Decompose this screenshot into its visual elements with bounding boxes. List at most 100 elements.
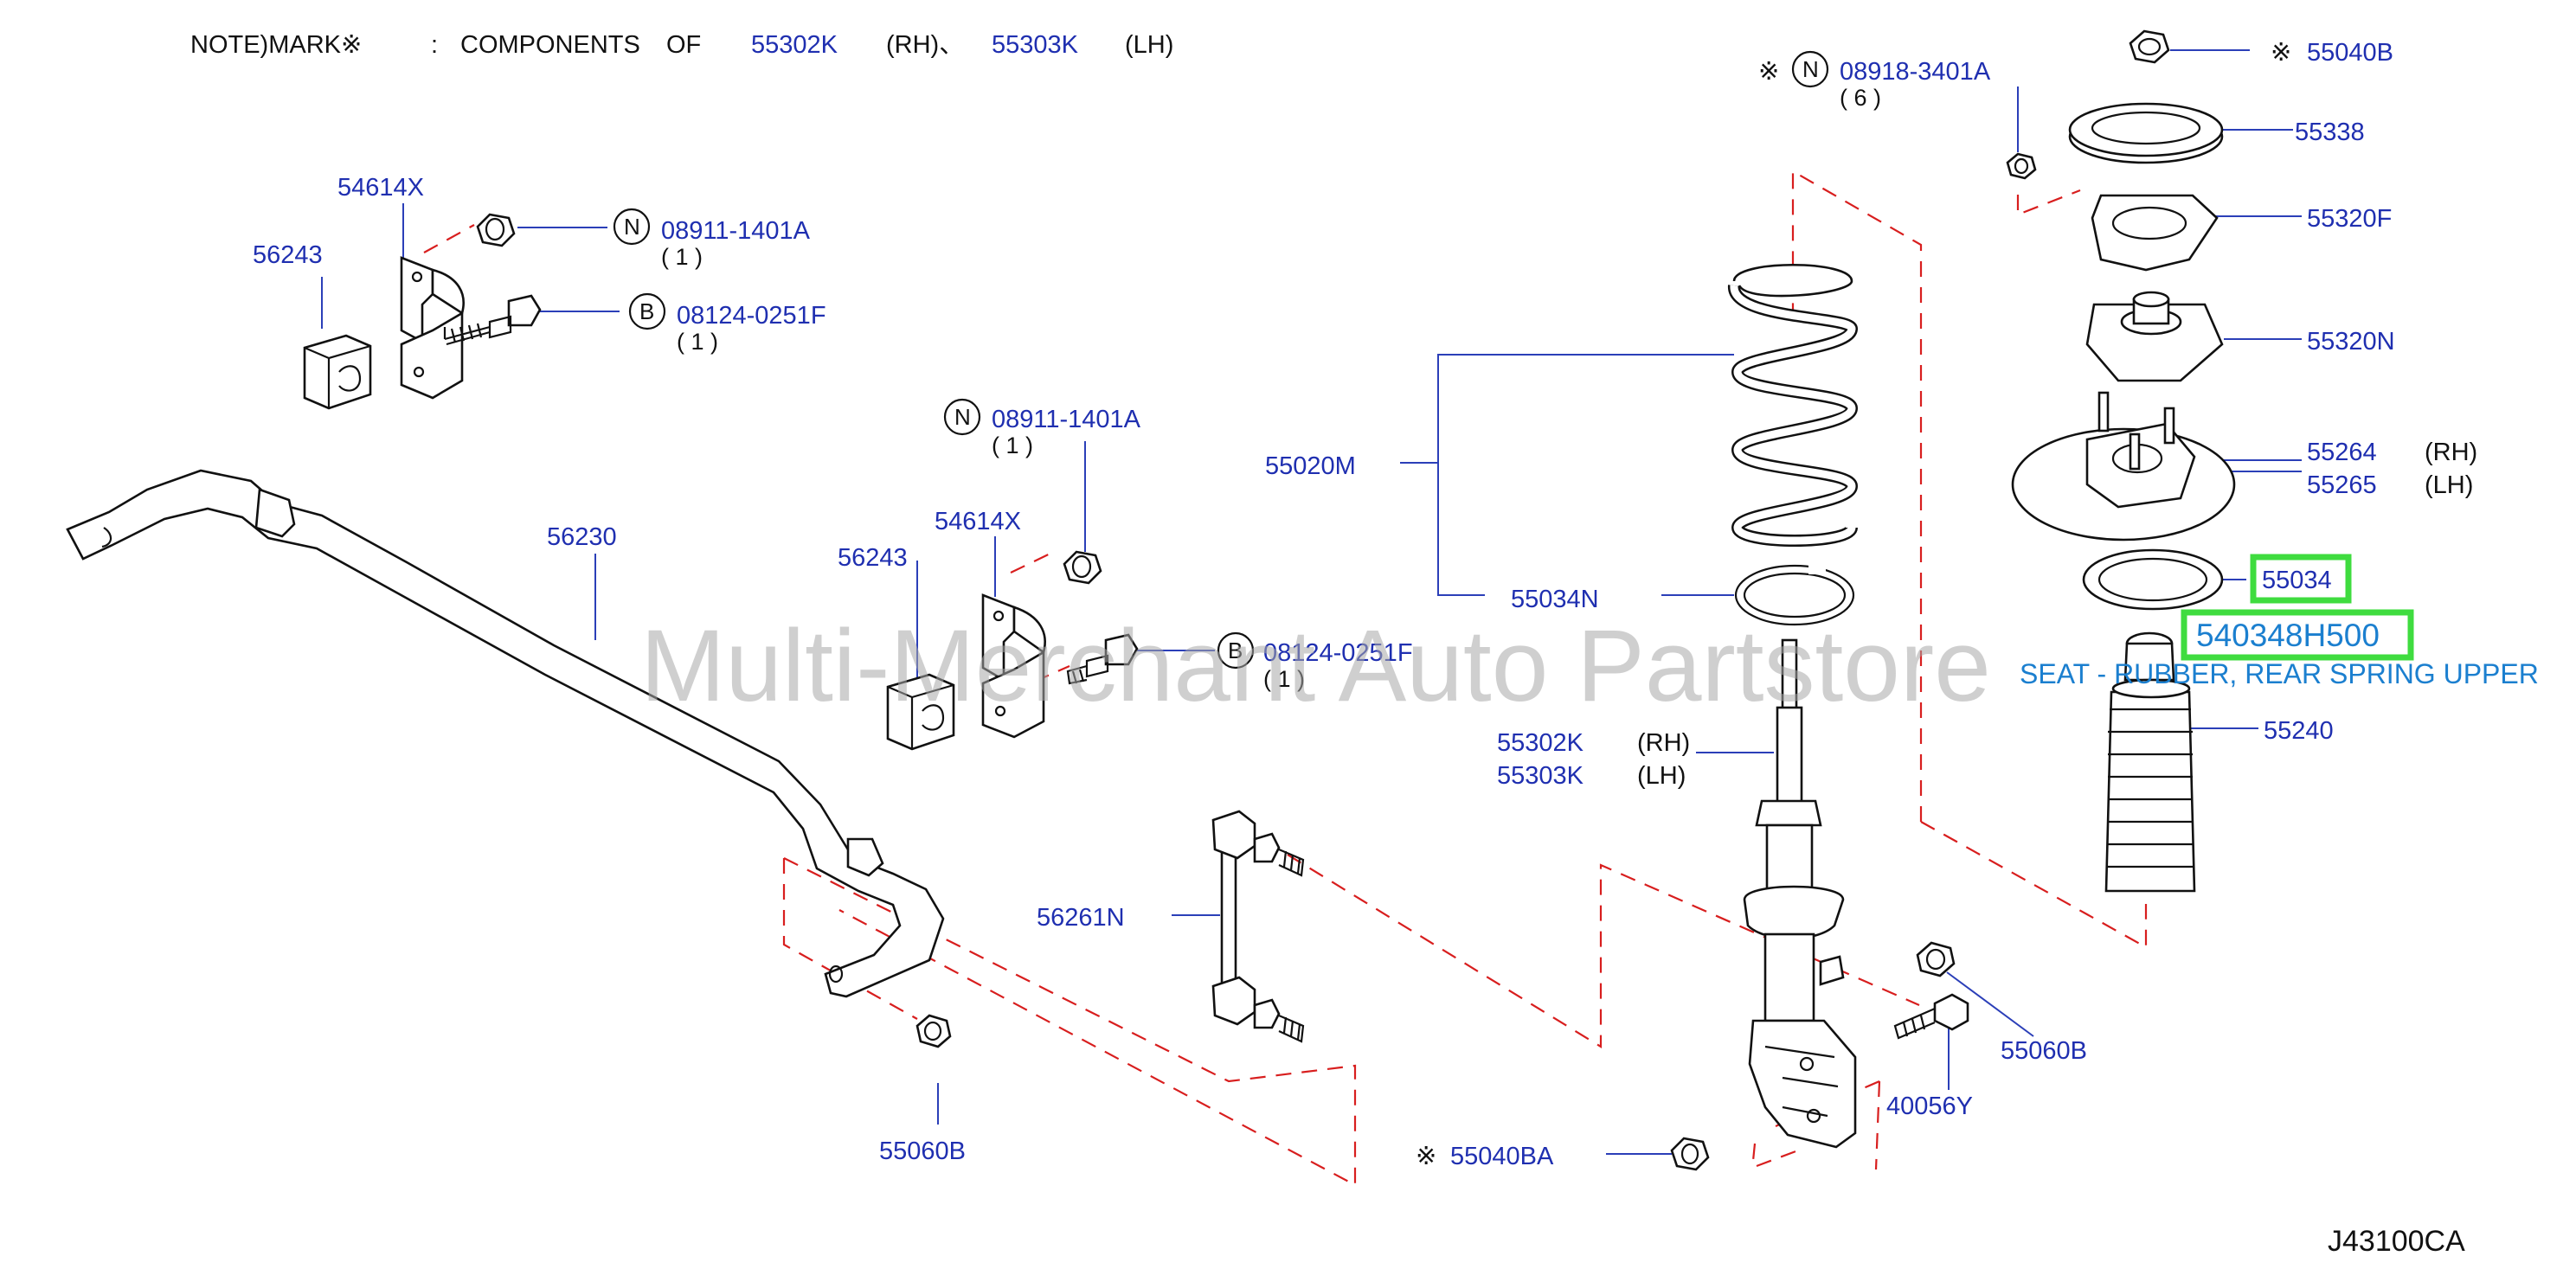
label-55320f[interactable]: 55320F (2307, 205, 2392, 233)
label-55302k[interactable]: 55302K (1497, 729, 1584, 757)
label-55040b[interactable]: 55040B (2307, 39, 2393, 67)
bearing-cap[interactable] (2068, 102, 2224, 164)
mark-n: N (624, 214, 640, 240)
mark-n: N (954, 404, 971, 430)
strut-mount[interactable] (2011, 391, 2236, 541)
label-55264[interactable]: 55264 (2307, 439, 2377, 466)
label-54614x-upper[interactable]: 54614X (337, 174, 424, 202)
note-part-rh[interactable]: 55302K (751, 31, 838, 59)
label-55034[interactable]: 55034 (2262, 567, 2332, 594)
guide-line (1756, 1149, 1799, 1168)
highlight-description: SEAT - RUBBER, REAR SPRING UPPER (2020, 658, 2539, 689)
label-54614x-lower[interactable]: 54614X (935, 508, 1021, 535)
mark-n: N (1802, 56, 1819, 82)
stabilizer-link[interactable] (1211, 810, 1305, 1043)
note-part-lh[interactable]: 55303K (992, 31, 1079, 59)
note-rh: (RH)、 (886, 31, 964, 59)
diagram-code: J43100CA (2328, 1225, 2465, 1258)
label-08124-upper[interactable]: 08124-0251F (677, 302, 826, 330)
label-55320n[interactable]: 55320N (2307, 328, 2395, 356)
mount-insulator[interactable] (2085, 291, 2224, 382)
label-55303k[interactable]: 55303K (1497, 762, 1584, 790)
link-nut[interactable] (915, 1014, 952, 1048)
label-55034n[interactable]: 55034N (1511, 586, 1599, 613)
label-56243-upper[interactable]: 56243 (253, 241, 323, 269)
qty-08124-upper: ( 1 ) (677, 329, 718, 355)
circle-mark-b (628, 292, 666, 330)
ref-mark: ※ (2271, 39, 2291, 67)
stabilizer-bushing-upper[interactable] (303, 334, 372, 410)
label-55265[interactable]: 55265 (2307, 471, 2377, 499)
spring-seat-upper[interactable] (2082, 548, 2224, 611)
mark-b: B (639, 298, 654, 324)
note-of: OF (666, 31, 701, 59)
label-56230[interactable]: 56230 (547, 523, 617, 551)
label-55060b-right[interactable]: 55060B (2001, 1037, 2087, 1065)
guide-line (1920, 821, 2148, 949)
qty-08911-lower: ( 1 ) (992, 433, 1033, 458)
qty-08911-upper: ( 1 ) (661, 244, 703, 270)
qty-08918: ( 6 ) (1840, 85, 1881, 111)
flange-nut-lower[interactable] (1063, 550, 1102, 585)
watermark: Multi-Merchant Auto Partstore (640, 609, 1991, 723)
bump-stop-boot[interactable] (2104, 631, 2196, 893)
highlight-box-part-number (2181, 609, 2414, 661)
label-08918[interactable]: 08918-3401A (1840, 58, 1991, 86)
note-components: COMPONENTS (460, 31, 640, 59)
highlighted-part[interactable]: 55034 540348H500 SEAT - RUBBER, REAR SPR… (2020, 554, 2539, 689)
guide-line (1010, 549, 1058, 574)
ref-mark: ※ (1758, 58, 1779, 86)
label-56261n[interactable]: 56261N (1037, 904, 1125, 932)
guide-line (782, 858, 918, 1020)
label-08911-upper[interactable]: 08911-1401A (661, 217, 811, 245)
note-header: NOTE)MARK※ : COMPONENTS OF 55302K (RH)、 … (190, 31, 1173, 59)
nut-55040b[interactable] (2129, 29, 2170, 64)
guide-line (423, 224, 475, 253)
strut-nut-upper[interactable] (1916, 941, 1956, 977)
highlight-box-55034 (2250, 554, 2352, 604)
label-55040ba[interactable]: 55040BA (1450, 1143, 1554, 1170)
spring-seat-lower[interactable] (1734, 562, 1855, 626)
label-40056y[interactable]: 40056Y (1886, 1093, 1973, 1120)
label-55303k-side: (LH) (1637, 762, 1686, 790)
ref-mark: ※ (1416, 1143, 1436, 1170)
label-55338[interactable]: 55338 (2295, 119, 2365, 146)
label-55264-side: (RH) (2425, 439, 2477, 466)
label-56243-lower[interactable]: 56243 (838, 544, 908, 572)
flange-nut-upper[interactable] (476, 213, 516, 247)
guide-line (1287, 854, 1920, 1048)
guide-line (1874, 1080, 1881, 1170)
bolt-upper[interactable] (443, 294, 542, 346)
qty-08124-lower: ( 1 ) (1263, 666, 1305, 692)
circle-mark-b (1217, 631, 1255, 670)
label-55265-side: (LH) (2425, 471, 2473, 499)
guide-line (1751, 1143, 1757, 1162)
highlight-part-number[interactable]: 540348H500 (2196, 618, 2380, 653)
label-55240[interactable]: 55240 (2264, 717, 2334, 745)
label-08124-lower[interactable]: 08124-0251F (1263, 639, 1413, 667)
mount-plate[interactable] (2091, 194, 2219, 272)
note-colon: : (431, 31, 438, 59)
circle-mark-n (1791, 50, 1829, 88)
stabilizer-bar[interactable] (66, 469, 945, 998)
guide-line (2016, 189, 2081, 216)
part-labels: 54614X 56243 N 08911-1401A ( 1 ) B 08124… (253, 39, 2477, 1170)
note-prefix: NOTE)MARK※ (190, 31, 362, 59)
stabilizer-bushing-lower[interactable] (886, 673, 955, 751)
stabilizer-bracket-upper[interactable] (400, 256, 465, 400)
strut-nut-lower[interactable] (1670, 1137, 1710, 1171)
strut-bolt[interactable] (1893, 993, 1969, 1040)
label-08911-lower[interactable]: 08911-1401A (992, 406, 1141, 433)
strut-assembly[interactable] (1743, 638, 1857, 1149)
note-lh: (LH) (1125, 31, 1173, 59)
bolt-lower[interactable] (1066, 633, 1139, 685)
label-55020m[interactable]: 55020M (1265, 452, 1356, 480)
nut-08918[interactable] (2006, 152, 2037, 180)
stabilizer-bracket-lower[interactable] (981, 593, 1046, 739)
label-55060b-left[interactable]: 55060B (879, 1137, 966, 1165)
coil-spring[interactable] (1728, 263, 1859, 547)
guide-line (783, 857, 1357, 1187)
circle-mark-n (943, 398, 981, 436)
